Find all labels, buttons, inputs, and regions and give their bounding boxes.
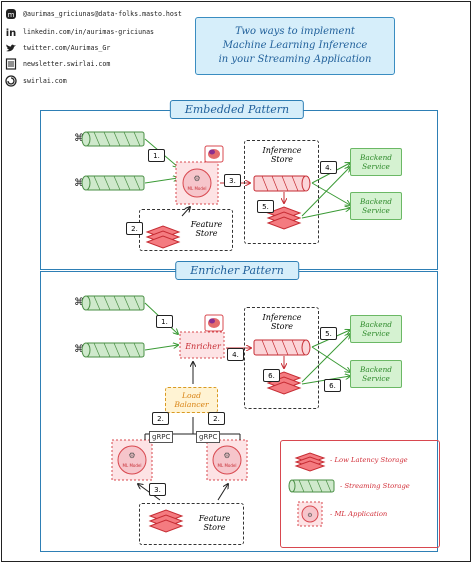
enricher-step-2a: 2. [152, 412, 169, 425]
enricher-step-6a: 6. [263, 369, 280, 382]
newsletter-icon [5, 58, 17, 70]
enricher-step-5: 5. [320, 327, 337, 340]
embedded-arrow-2 [181, 207, 190, 217]
embedded-ml-application: ⚙ ML Model [175, 161, 219, 205]
twitter-icon [6, 44, 16, 52]
embedded-arrow-1b [144, 178, 178, 184]
enricher-arrow-1b [144, 345, 178, 351]
embedded-inference-store-box [244, 140, 319, 244]
enricher-input-stream-1: ⌘ [74, 295, 145, 311]
embedded-feature-store-label: Feature Store [190, 220, 223, 238]
social-newsletter-text: newsletter.swirlai.com [23, 60, 111, 68]
enricher-step-3: 3. [149, 483, 166, 496]
enricher-inference-store-box [244, 307, 319, 409]
svg-text:⌘: ⌘ [74, 133, 84, 144]
enricher-ml-application-2: ⚙ ML Model [206, 439, 248, 481]
embedded-ml-model-label: ML Model [188, 186, 207, 191]
embedded-inference-storage-stack [266, 206, 302, 230]
embedded-step-2: 2. [126, 222, 143, 235]
social-swirlai-text: swirlai.com [23, 77, 67, 85]
enricher-node [179, 331, 225, 359]
embedded-backend-service-2: Backend Service [350, 192, 402, 220]
low-latency-storage-icon [294, 452, 326, 472]
title-line-2: Machine Learning Inference [222, 40, 368, 51]
legend-low-latency-storage: - Low Latency Storage [330, 456, 408, 464]
social-mastodon[interactable]: m @aurimas_griciunas@data-folks.masto.ho… [5, 8, 182, 20]
title-line-3: in your Streaming Application [218, 54, 372, 65]
swirlai-icon [5, 75, 17, 87]
enricher-step-4: 4. [227, 348, 244, 361]
embedded-step-1: 1. [148, 149, 165, 162]
social-twitter-text: twitter.com/Aurimas_Gr [23, 44, 111, 52]
enricher-flink-icon [204, 314, 224, 332]
social-swirlai[interactable]: swirlai.com [5, 75, 67, 87]
legend-streaming-storage: - Streaming Storage [340, 482, 410, 490]
social-newsletter[interactable]: newsletter.swirlai.com [5, 58, 110, 70]
svg-text:⚙: ⚙ [307, 512, 312, 519]
legend [280, 440, 440, 548]
svg-text:⌘: ⌘ [74, 178, 84, 189]
embedded-step-3: 3. [224, 174, 241, 187]
svg-text:⚙: ⚙ [128, 451, 135, 460]
embedded-step-4: 4. [320, 161, 337, 174]
enricher-backend-service-1: Backend Service [350, 315, 402, 343]
load-balancer: Load Balancer [165, 387, 218, 413]
enricher-input-stream-2: ⌘ [74, 342, 145, 358]
enricher-arrow-6a [301, 334, 350, 383]
enricher-backend-service-2: Backend Service [350, 360, 402, 388]
embedded-arrow-5a [301, 167, 350, 217]
social-linkedin-text: linkedin.com/in/aurimas-griciunas [23, 28, 155, 36]
legend-ml-application: - ML Application [330, 510, 388, 518]
social-linkedin[interactable]: in linkedin.com/in/aurimas-griciunas [5, 26, 154, 38]
enricher-label: Enricher [185, 342, 221, 351]
svg-text:⌘: ⌘ [74, 344, 84, 355]
embedded-pattern-title: Embedded Pattern [169, 100, 305, 119]
enricher-ml-model-2-label: ML Model [218, 463, 237, 468]
embedded-flink-icon [204, 145, 224, 163]
svg-text:⌘: ⌘ [74, 297, 84, 308]
enricher-inference-store-label: Inference Store [262, 313, 302, 331]
enricher-ml-model-1-label: ML Model [123, 463, 142, 468]
embedded-inference-stream [253, 175, 311, 192]
enricher-arrow-3b [217, 484, 228, 501]
grpc-label-2: gRPC [196, 431, 221, 443]
svg-text:m: m [8, 11, 15, 19]
ml-application-icon: ⚙ [297, 501, 323, 527]
enricher-ml-application-1: ⚙ ML Model [111, 439, 153, 481]
enricher-inference-stream [253, 339, 311, 356]
linkedin-icon: in [6, 28, 17, 38]
enricher-feature-store-stack [148, 509, 184, 533]
enricher-inference-storage-stack [266, 371, 302, 395]
grpc-label-1: gRPC [149, 431, 174, 443]
mastodon-icon: m [6, 9, 16, 19]
enricher-feature-store-label: Feature Store [198, 514, 231, 532]
embedded-backend-service-1: Backend Service [350, 148, 402, 176]
enricher-step-2b: 2. [208, 412, 225, 425]
svg-text:⚙: ⚙ [193, 174, 200, 183]
embedded-input-stream-2: ⌘ [74, 175, 145, 191]
embedded-step-5: 5. [257, 200, 274, 213]
streaming-storage-icon [288, 479, 335, 493]
enricher-feature-store-box [139, 503, 244, 545]
embedded-inference-store-label: Inference Store [262, 146, 302, 164]
enricher-step-1: 1. [156, 315, 173, 328]
social-mastodon-text: @aurimas_griciunas@data-folks.masto.host [23, 10, 182, 18]
enricher-step-6b: 6. [324, 379, 341, 392]
embedded-arrow-5b [301, 208, 350, 219]
social-twitter[interactable]: twitter.com/Aurimas_Gr [5, 42, 110, 54]
svg-text:in: in [6, 28, 17, 38]
diagram-title: Two ways to implement Machine Learning I… [195, 17, 395, 75]
embedded-input-stream-1: ⌘ [74, 131, 145, 147]
svg-text:⚙: ⚙ [223, 451, 230, 460]
embedded-feature-store-stack [145, 225, 181, 249]
enricher-pattern-title: Enricher Pattern [175, 261, 299, 280]
title-line-1: Two ways to implement [235, 26, 355, 37]
